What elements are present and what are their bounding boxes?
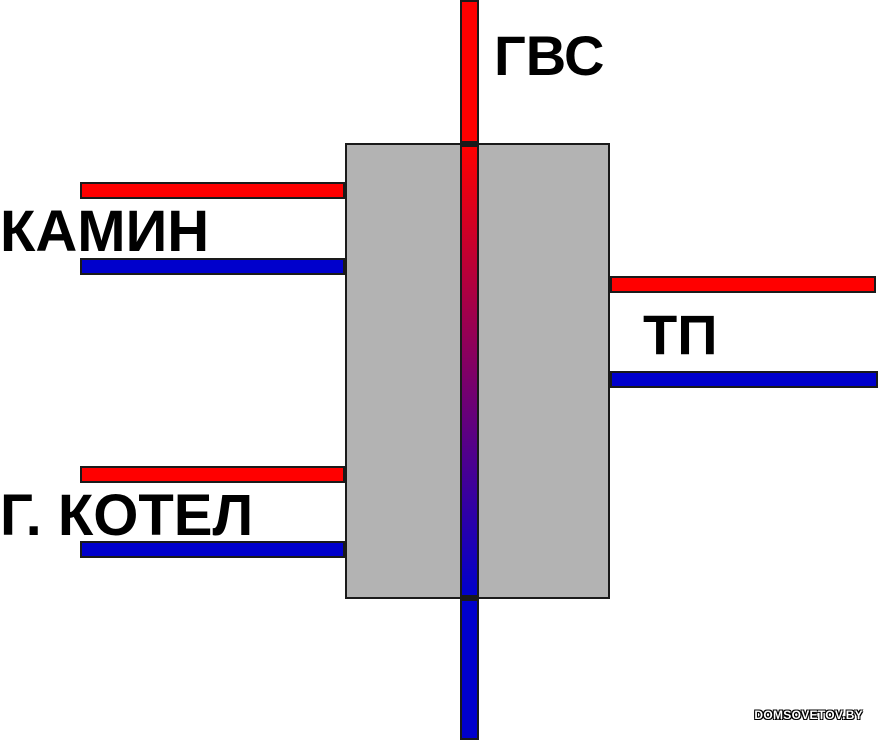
fireplace-return-pipe [80,258,345,275]
dhw-label: ГВС [494,24,605,87]
gas-boiler-supply-pipe [80,466,345,483]
underfloor-return-pipe [610,371,878,388]
dhw-internal-coil [460,145,479,597]
gas-boiler-label: Г. КОТЕЛ [0,483,254,548]
dhw-outlet-pipe [460,0,479,143]
watermark: DOMSOVETOV.BY [754,708,863,722]
dhw-inlet-pipe [460,599,479,740]
underfloor-supply-pipe [610,276,876,293]
fireplace-supply-pipe [80,182,345,199]
underfloor-label: ТП [643,303,718,366]
fireplace-label: КАМИН [0,199,210,264]
gas-boiler-return-pipe [80,541,345,558]
